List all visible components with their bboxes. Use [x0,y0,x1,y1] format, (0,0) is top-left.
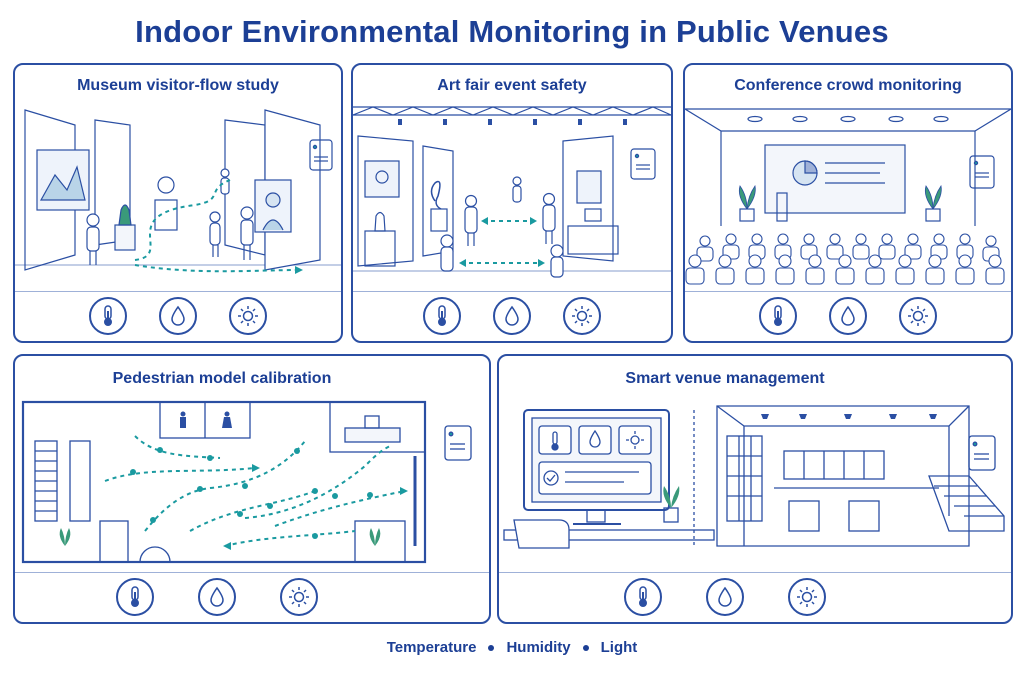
sensor-icon-row [685,297,1011,335]
legend-separator-dot [488,645,495,652]
water-drop-icon [829,297,867,335]
panel-title: Conference crowd monitoring [734,77,962,94]
panel-smart-venue: Smart venue management [497,354,1013,624]
thermometer-icon [423,297,461,335]
legend-temperature: Temperature [386,639,477,656]
sun-icon [563,297,601,335]
panel-title: Pedestrian model calibration [112,370,332,387]
legend-humidity: Humidity [506,639,571,656]
sensor-icon-row [499,578,981,616]
panel-conference: Conference crowd monitoring [683,63,1013,343]
panel-title: Art fair event safety [437,77,587,94]
sun-icon [899,297,937,335]
panel-art-fair: Art fair event safety [351,63,673,343]
thermometer-icon [116,578,154,616]
legend-separator-dot [582,645,589,652]
sensor-icon-row [15,578,454,616]
water-drop-icon [706,578,744,616]
conference-scene [685,108,1011,285]
water-drop-icon [159,297,197,335]
panel-pedestrian-model: Pedestrian model calibration [13,354,491,624]
sensor-icon-row [15,297,341,335]
thermometer-icon [624,578,662,616]
water-drop-icon [198,578,236,616]
museum-scene [15,109,341,274]
sun-icon [788,578,826,616]
panel-title: Museum visitor-flow study [77,77,279,94]
water-drop-icon [493,297,531,335]
smart-venue-scene [503,405,1005,549]
legend: Temperature Humidity Light [0,639,1024,656]
thermometer-icon [759,297,797,335]
sensor-icon-row [353,297,671,335]
panel-museum: Museum visitor-flow study [13,63,343,343]
panel-title: Smart venue management [625,370,825,387]
sun-icon [229,297,267,335]
floor-plan-scene [21,400,472,564]
sun-icon [280,578,318,616]
page-title: Indoor Environmental Monitoring in Publi… [135,14,889,49]
art-fair-scene [353,106,671,278]
legend-light: Light [600,639,638,656]
thermometer-icon [89,297,127,335]
